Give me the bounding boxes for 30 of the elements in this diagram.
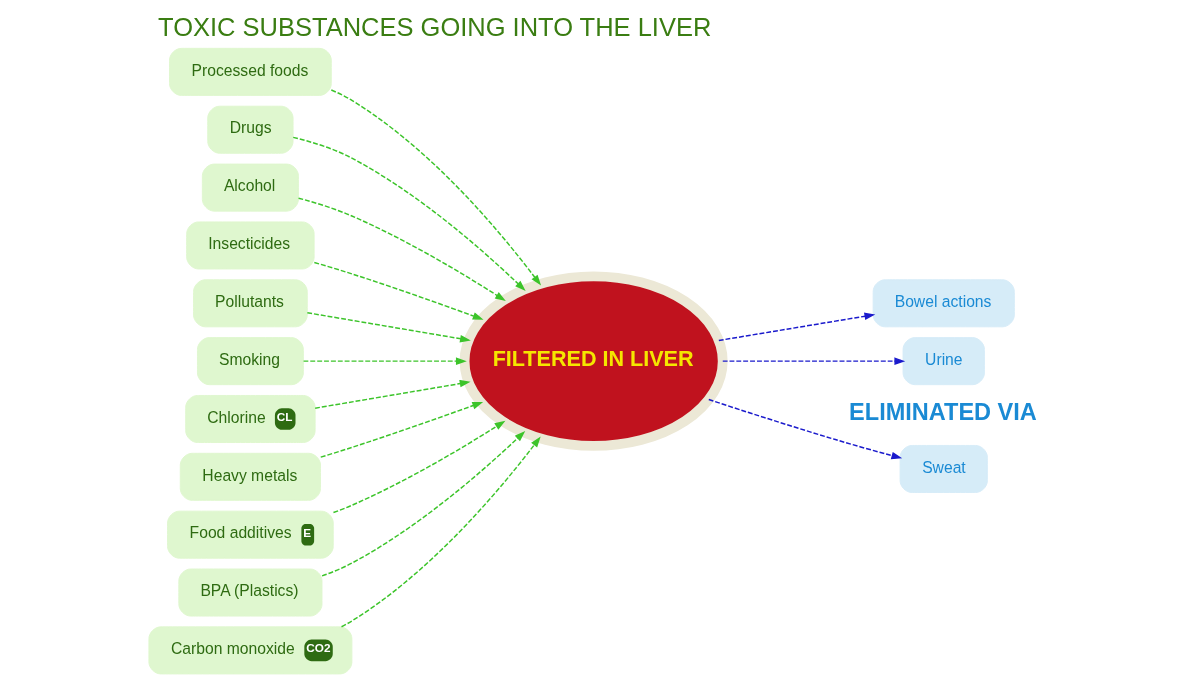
- label: ELIMINATED VIA: [848, 399, 1037, 426]
- node-box: Alcohol: [201, 163, 299, 212]
- arrow: [707, 398, 902, 460]
- node-box: Bowel actions: [872, 279, 1015, 328]
- arrow: [717, 312, 875, 342]
- node-box: Pollutants: [192, 279, 308, 328]
- arrow: [306, 312, 471, 343]
- arrow: [313, 261, 484, 320]
- arrow: [297, 197, 506, 302]
- node-box: Processed foods: [168, 47, 332, 96]
- arrow: [340, 436, 541, 628]
- arrow: [332, 420, 505, 514]
- arrow: [721, 357, 905, 365]
- node-box: Drugs: [206, 105, 294, 154]
- node-box: Urine: [902, 337, 985, 386]
- node-box: Smoking: [196, 337, 304, 386]
- node-box: Chlorine CL: [184, 394, 316, 443]
- arrow: [302, 357, 467, 365]
- diagram-title: TOXIC SUBSTANCES GOING INTO THE LIVER: [157, 13, 711, 42]
- arrow: [319, 401, 483, 458]
- node-box: Insecticides: [185, 221, 315, 270]
- node-box: Sweat: [899, 444, 988, 493]
- node-box: Heavy metals: [179, 452, 321, 501]
- node-box: Carbon monoxide CO2: [147, 626, 352, 675]
- node-box: Food additives E: [166, 510, 334, 559]
- node-box: BPA (Plastics): [177, 568, 322, 617]
- arrow: [330, 89, 541, 286]
- arrow: [292, 136, 526, 291]
- arrow: [313, 379, 471, 409]
- arrow: [320, 430, 525, 577]
